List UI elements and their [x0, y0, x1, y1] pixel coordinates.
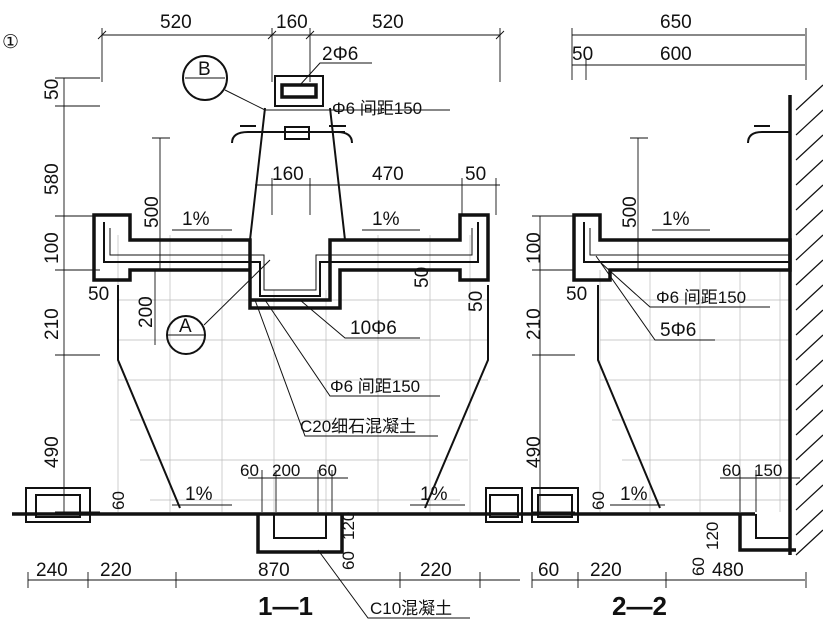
svg-text:210: 210: [524, 308, 545, 340]
svg-text:60: 60: [722, 461, 741, 480]
svg-text:160: 160: [272, 164, 304, 185]
dim-top-520b: 520: [372, 12, 404, 33]
dim-top-160: 160: [276, 12, 308, 33]
bottom-dims-2: 60 220 480: [531, 560, 807, 588]
svg-text:50: 50: [466, 291, 487, 312]
svg-text:1%: 1%: [372, 209, 400, 230]
bottom-dims-1: 240 220 870 220: [27, 560, 520, 588]
svg-text:1%: 1%: [420, 484, 448, 505]
rebar-callouts-1: 2Φ6 Φ6 间距150 10Φ6 Φ6 间距150 C20细石混凝土 C10混…: [254, 44, 470, 619]
svg-text:A: A: [179, 316, 192, 337]
concrete-base-label: C10混凝土: [370, 599, 452, 618]
slope-labels-2: 1% 1%: [610, 209, 710, 506]
section-1-1: B A 520 160 520 50 580 100 210 490: [12, 12, 530, 621]
svg-text:1%: 1%: [185, 484, 213, 505]
svg-text:60: 60: [109, 491, 128, 510]
dim-left-50: 50: [42, 79, 63, 100]
svg-text:50: 50: [572, 44, 593, 65]
drain-pit: [256, 514, 344, 554]
svg-text:500: 500: [620, 196, 641, 228]
rebar-spacing-mid-label: Φ6 间距150: [330, 377, 420, 396]
svg-text:870: 870: [258, 560, 290, 581]
dim-top-520a: 520: [160, 12, 192, 33]
svg-text:1%: 1%: [182, 209, 210, 230]
svg-text:240: 240: [36, 560, 68, 581]
curb-blocks-1: [25, 487, 523, 523]
dim-left-210: 210: [42, 308, 63, 340]
dim-left-580: 580: [42, 163, 63, 195]
curb-blocks-2: [531, 487, 579, 523]
section-1-title: 1—1: [258, 591, 313, 621]
svg-text:B: B: [198, 59, 211, 80]
svg-text:60: 60: [589, 491, 608, 510]
top-dims-1: 520 160 520: [97, 12, 505, 82]
basin-rebar: [103, 222, 479, 297]
svg-text:50: 50: [566, 284, 587, 305]
section-2-2: 650 50 600 100 210 490 500 50 60 150 60 …: [524, 12, 823, 621]
svg-text:50: 50: [88, 284, 109, 305]
svg-text:50: 50: [465, 164, 486, 185]
svg-text:60: 60: [318, 461, 337, 480]
section-2-title: 2—2: [612, 591, 667, 621]
svg-text:200: 200: [136, 296, 157, 328]
inner-dims-2: 500 50 60 150 60 120 60: [566, 137, 800, 576]
svg-text:490: 490: [524, 436, 545, 468]
svg-text:100: 100: [524, 232, 545, 264]
svg-text:480: 480: [712, 560, 744, 581]
svg-text:470: 470: [372, 164, 404, 185]
svg-text:650: 650: [660, 12, 692, 33]
slope-labels-1: 1% 1% 1% 1%: [172, 209, 465, 506]
svg-text:1%: 1%: [620, 484, 648, 505]
top-dims-2: 650 50 600: [571, 12, 807, 80]
svg-text:200: 200: [272, 461, 300, 480]
basin-shell: [92, 213, 490, 310]
faucet-assembly: [231, 75, 353, 241]
svg-text:120: 120: [703, 522, 722, 550]
svg-text:220: 220: [420, 560, 452, 581]
svg-text:150: 150: [754, 461, 782, 480]
svg-text:220: 220: [590, 560, 622, 581]
svg-text:600: 600: [660, 44, 692, 65]
detail-marker: ①: [2, 32, 19, 53]
dim-left-490: 490: [42, 436, 63, 468]
svg-text:50: 50: [412, 267, 433, 288]
rebar-main-label-2: 5Φ6: [660, 320, 696, 341]
callout-b: B: [182, 55, 450, 111]
drain-pit-2: [738, 514, 796, 552]
basin-stand-outline: [117, 285, 489, 509]
concrete-fine-label: C20细石混凝土: [300, 417, 416, 436]
rebar-callouts-2: Φ6 间距150 5Φ6: [595, 255, 770, 341]
svg-text:60: 60: [689, 557, 708, 576]
rebar-spacing-top-label: Φ6 间距150: [332, 99, 422, 118]
svg-text:1%: 1%: [662, 209, 690, 230]
left-dims-2: 100 210 490: [524, 215, 575, 513]
callout-a: A: [166, 259, 271, 355]
rebar-spacing-label-2: Φ6 间距150: [656, 288, 746, 307]
basin-stand-outline-2: [597, 285, 661, 509]
wall-2: [788, 84, 823, 556]
inner-dims-1: 500 160 470 50 200 50 50 50 60 200 60 60…: [88, 137, 500, 570]
svg-text:60: 60: [538, 560, 559, 581]
svg-text:220: 220: [100, 560, 132, 581]
svg-text:500: 500: [142, 196, 163, 228]
rebar-main-label: 10Φ6: [350, 318, 397, 339]
left-dims-1: 50 580 100 210 490: [42, 77, 100, 513]
rebar-top-label: 2Φ6: [322, 44, 358, 65]
basin-shell-2: [572, 213, 792, 282]
faucet-2: [747, 125, 790, 144]
dim-left-100: 100: [42, 232, 63, 264]
svg-text:60: 60: [240, 461, 259, 480]
svg-text:60: 60: [339, 551, 358, 570]
